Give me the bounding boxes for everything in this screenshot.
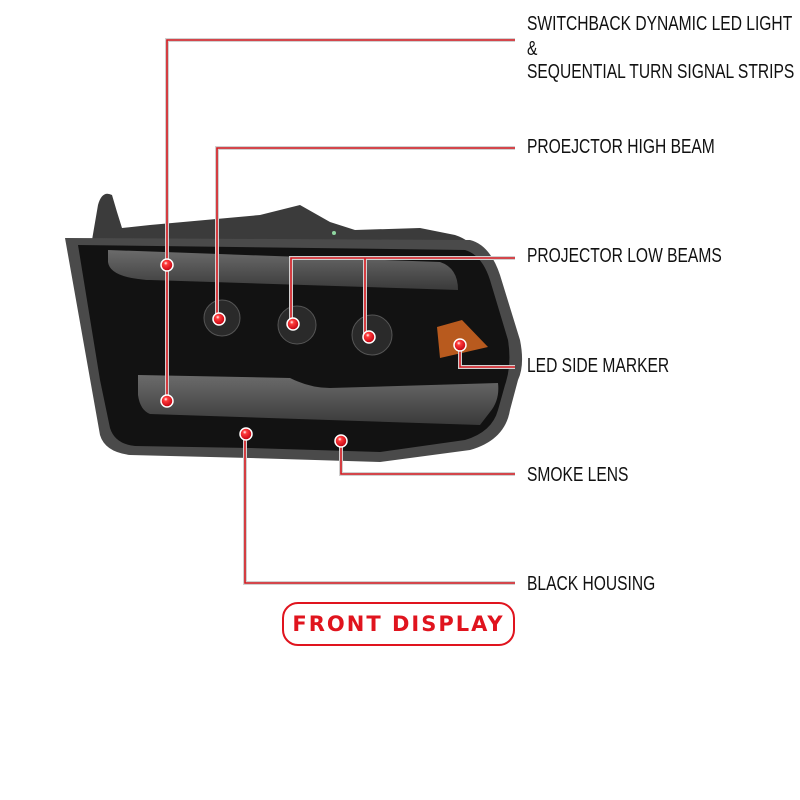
label-switchback-line3: SEQUENTIAL TURN SIGNAL STRIPS — [527, 61, 795, 83]
label-low-beams: PROJECTOR LOW BEAMS — [527, 245, 722, 267]
marker-dot — [160, 394, 174, 408]
callout-markers — [160, 258, 467, 448]
label-black-housing: BLACK HOUSING — [527, 573, 656, 595]
label-high-beam: PROEJCTOR HIGH BEAM — [527, 136, 715, 158]
marker-dot — [334, 434, 348, 448]
front-display-label: FRONT DISPLAY — [292, 612, 505, 636]
label-switchback-line2: & — [527, 38, 538, 60]
marker-dot — [239, 427, 253, 441]
label-switchback-line1: SWITCHBACK DYNAMIC LED LIGHT — [527, 13, 793, 35]
callout-lines — [165, 38, 515, 585]
marker-dot — [212, 312, 226, 326]
label-smoke-lens: SMOKE LENS — [527, 464, 629, 486]
label-side-marker: LED SIDE MARKER — [527, 355, 670, 377]
marker-dot — [362, 330, 376, 344]
front-display-button[interactable]: FRONT DISPLAY — [282, 602, 515, 646]
marker-dot — [286, 317, 300, 331]
marker-dot — [453, 338, 467, 352]
marker-dot — [160, 258, 174, 272]
